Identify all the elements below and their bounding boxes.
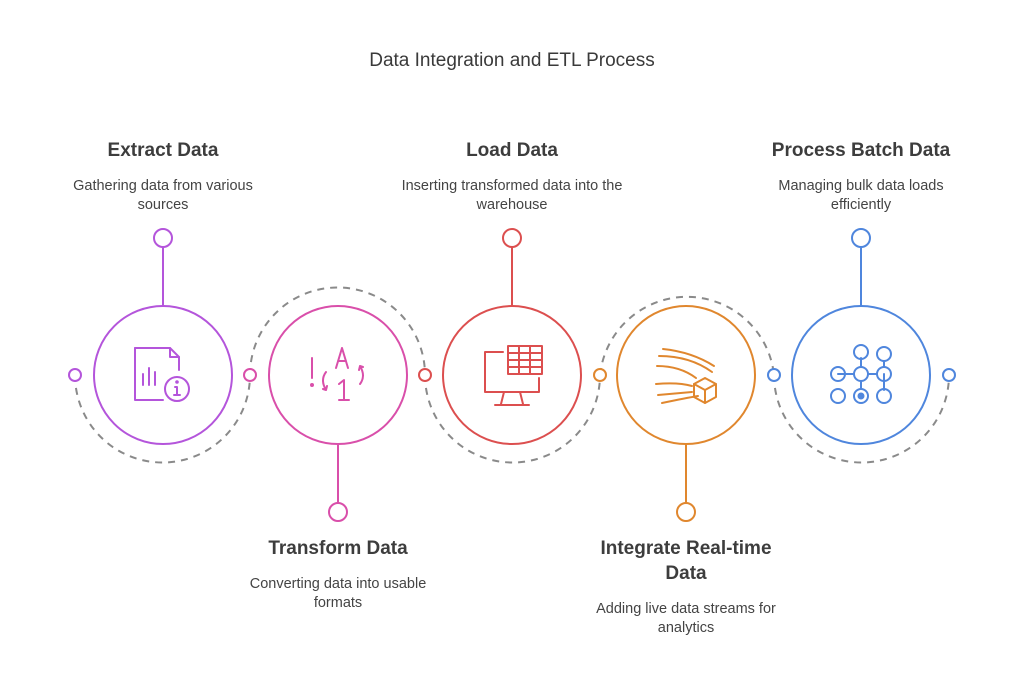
page-title: Data Integration and ETL Process [369,50,655,71]
step-heading: Transform Data [268,538,408,559]
step-circle-realtime [616,305,756,445]
step-load: Load Data Inserting transformed data int… [392,138,632,215]
network-nodes-icon [830,344,892,404]
step-extract: Extract Data Gathering data from various… [43,138,283,215]
junction-nodes [68,368,956,382]
junction-node [593,368,607,382]
junction-node [243,368,257,382]
arc-load-bottom [424,374,601,464]
step-heading: Extract Data [107,140,219,161]
stems [162,247,862,503]
step-transform: Transform Data Converting data into usab… [218,536,458,613]
stem-end-batch [851,228,871,248]
stem-end-extract [153,228,173,248]
stem-end-realtime [676,502,696,522]
step-description: Inserting transformed data into the ware… [401,178,623,213]
step-description: Managing bulk data loads efficiently [778,178,944,213]
file-chart-info-icon [134,347,190,402]
step-circles [93,305,931,445]
arc-transform-top [249,286,426,376]
arc-batch-bottom [773,374,950,464]
junction-node [942,368,956,382]
step-description: Adding live data streams for analytics [596,601,776,636]
streams-cube-icon [655,348,717,404]
step-heading: Integrate Real-time Data [600,538,772,584]
monitor-table-icon [484,345,543,406]
stem-end-transform [328,502,348,522]
arc-extract-bottom [74,374,251,464]
step-description: Converting data into usable formats [249,576,427,611]
dashed-connectors [74,286,950,464]
stem-end-nodes [153,228,871,522]
step-heading: Process Batch Data [771,140,951,161]
step-circle-batch [791,305,931,445]
step-batch: Process Batch Data Managing bulk data lo… [741,138,981,215]
transform-symbols-icon [310,347,364,401]
stem-end-load [502,228,522,248]
junction-node [767,368,781,382]
step-circle-extract [93,305,233,445]
junction-node [418,368,432,382]
step-circle-transform [268,305,408,445]
step-description: Gathering data from various sources [73,178,253,213]
step-heading: Load Data [466,140,558,161]
junction-node [68,368,82,382]
step-realtime: Integrate Real-time Data Adding live dat… [566,536,806,638]
